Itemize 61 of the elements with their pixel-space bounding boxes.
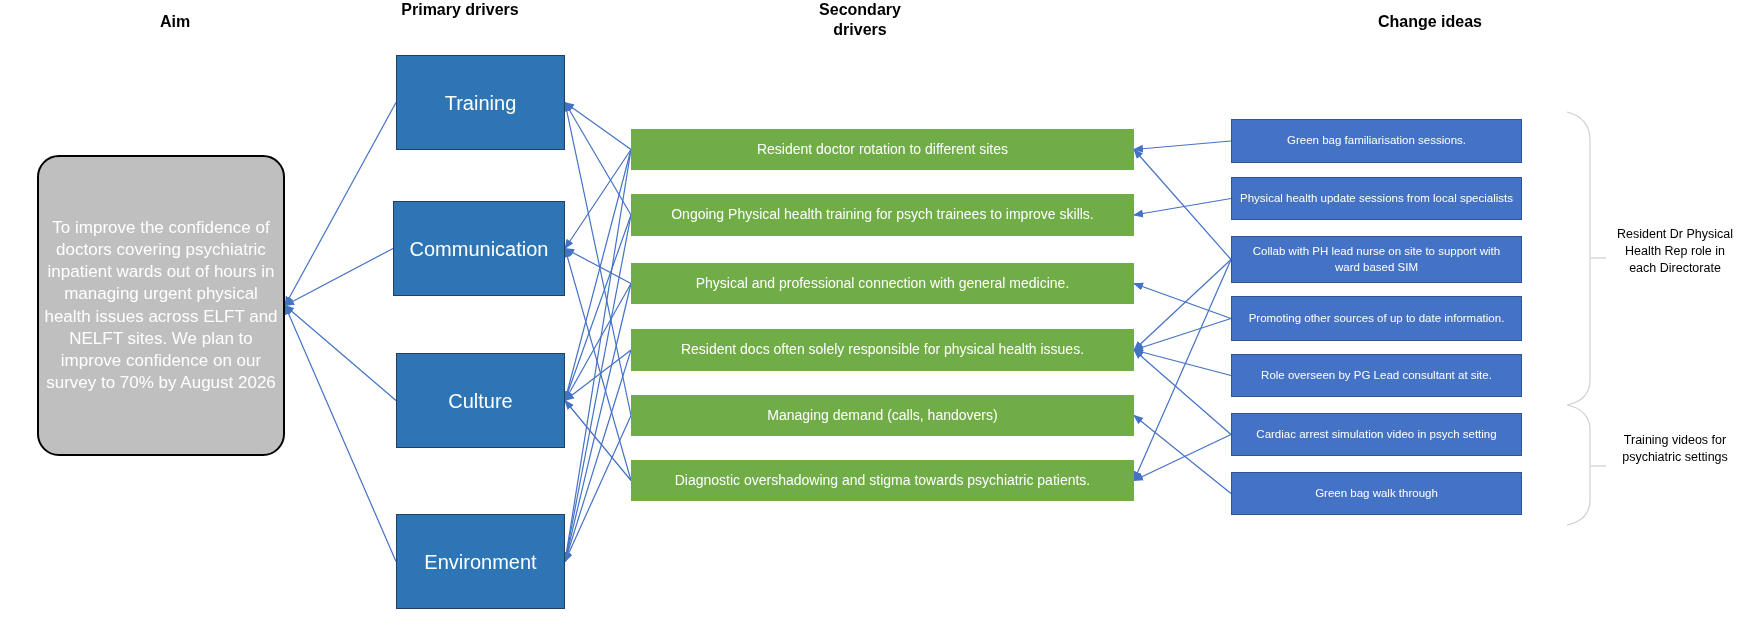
change-idea-box — [1231, 177, 1522, 220]
arrow — [284, 247, 394, 307]
primary-driver-box — [396, 514, 565, 609]
arrow — [564, 247, 632, 285]
column-heading: Primary drivers — [400, 0, 520, 20]
node-text: Culture — [448, 388, 513, 414]
secondary-driver-box — [631, 460, 1134, 501]
primary-driver-box — [396, 353, 565, 448]
column-heading: Aim — [158, 12, 192, 32]
change-idea-box — [1231, 472, 1522, 515]
secondary-driver-box — [631, 129, 1134, 170]
node-text: Environment — [424, 549, 537, 575]
node-text: Cardiac arrest simulation video in psych setting — [1256, 426, 1497, 442]
arrow — [564, 399, 632, 482]
primary-driver-box — [393, 201, 565, 296]
node-text: Role overseen by PG Lead consultant at site. — [1261, 367, 1492, 383]
arrow — [564, 414, 632, 563]
arrow — [1133, 258, 1232, 351]
node-text: Green bag familiarisation sessions. — [1287, 133, 1466, 149]
arrow — [1133, 348, 1232, 377]
node-text: Diagnostic overshadowing and stigma towards psychiatric patients. — [674, 471, 1091, 490]
node-text: Promoting other sources of up to date information. — [1248, 310, 1505, 326]
group-label: Resident Dr Physical Health Rep role in each Directorate — [1616, 226, 1734, 278]
arrow — [564, 148, 632, 250]
arrow — [1133, 148, 1232, 261]
change-idea-box — [1231, 413, 1522, 456]
arrow — [284, 101, 397, 307]
arrow — [1133, 433, 1232, 482]
secondary-driver-box — [631, 194, 1134, 236]
aim-box — [37, 155, 285, 456]
secondary-driver-box — [631, 263, 1134, 304]
node-text: Ongoing Physical health training for psych trainees to improve skills. — [671, 206, 1094, 224]
arrow — [564, 101, 632, 151]
arrow — [1133, 317, 1232, 351]
group-label: Training videos for psychiatric settings — [1621, 432, 1729, 467]
column-heading: Change ideas — [1377, 12, 1483, 32]
arrow — [1133, 282, 1232, 320]
arrow — [564, 349, 632, 402]
arrow — [1133, 140, 1232, 153]
arrow — [1133, 414, 1232, 495]
arrow — [1133, 349, 1232, 436]
node-text: Resident doctor rotation to different sites — [756, 140, 1009, 159]
node-text: Managing demand (calls, handovers) — [767, 406, 998, 425]
node-text: Physical health update sessions from local specialists — [1240, 190, 1513, 206]
node-text: Communication — [409, 236, 549, 262]
node-text: Green bag walk through — [1315, 485, 1438, 501]
node-text: Collab with PH lead nurse on site to support with ward based SIM — [1251, 243, 1502, 275]
primary-driver-box — [396, 55, 565, 150]
node-text: To improve the confidence of doctors covering psychiatric inpatient wards out of hours in managing urgent physical health issues across ELFT and NELFT sites. We plan to improve confidence on our survey to 70% by August 2026 — [43, 217, 279, 394]
change-idea-box — [1231, 236, 1522, 283]
node-text: Resident docs often solely responsible for physical health issues. — [680, 341, 1085, 359]
arrow — [1133, 197, 1232, 218]
arrow — [284, 304, 397, 402]
secondary-driver-box — [631, 329, 1134, 371]
column-heading: Secondary drivers — [818, 0, 902, 40]
change-idea-box — [1231, 119, 1522, 163]
node-text: Physical and professional connection with general medicine. — [695, 274, 1070, 293]
change-idea-box — [1231, 354, 1522, 397]
secondary-driver-box — [631, 395, 1134, 436]
change-idea-box — [1231, 296, 1522, 341]
node-text: Training — [444, 90, 517, 116]
